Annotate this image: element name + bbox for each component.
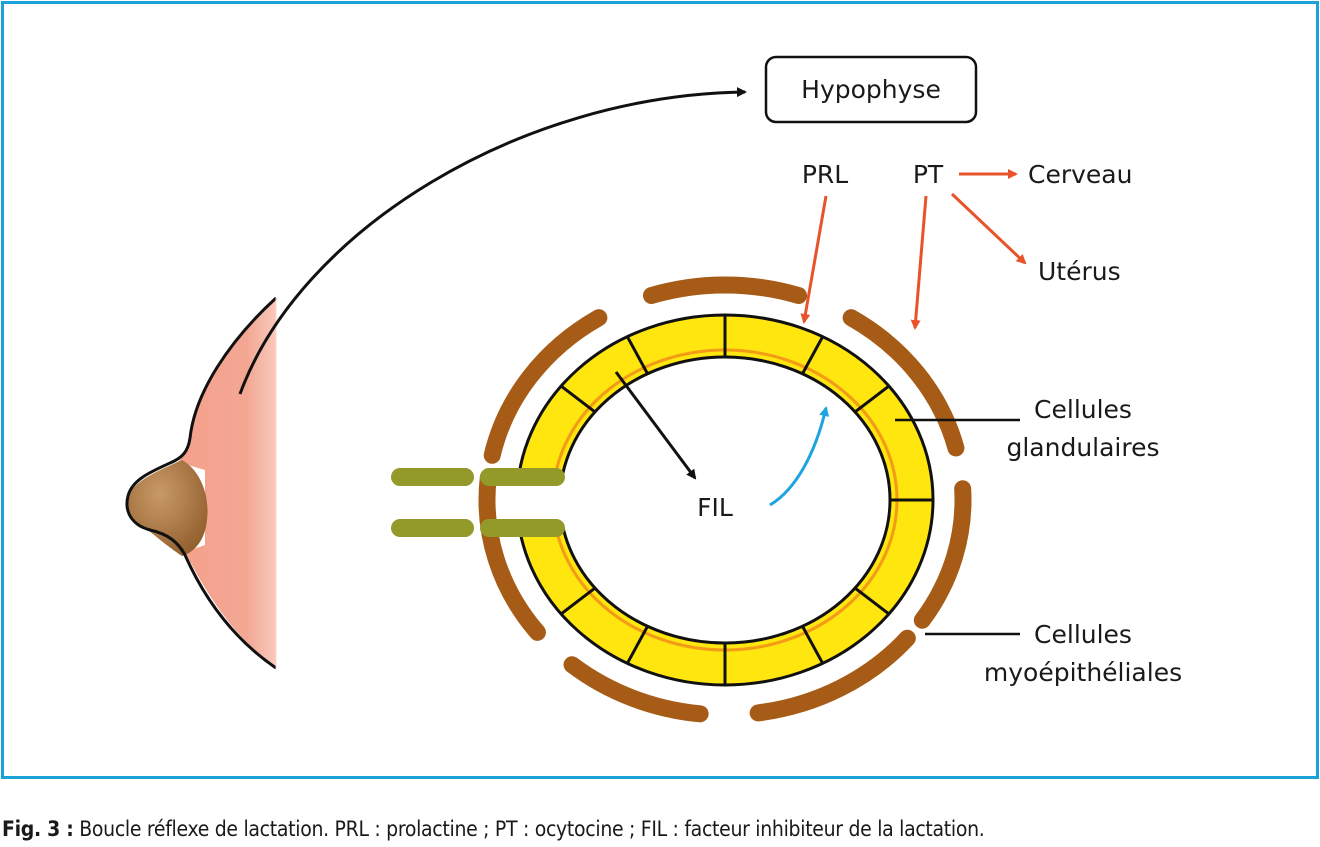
myoepithelial-label-line1: Cellules [1034,620,1132,649]
breast-illustration [125,296,278,670]
cell-divider [854,384,890,414]
caption-prefix: Fig. 3 : [2,817,74,841]
fil-secretion-arrow [614,371,697,480]
cell-dividers [560,315,933,685]
cell-divider [626,625,649,665]
cell-divider [626,335,649,375]
glandular-label-line1: Cellules [1034,395,1132,424]
figure-caption: Fig. 3 : Boucle réflexe de lactation. PR… [2,817,985,841]
lactation-reflex-diagram: Hypophyse PRL PT Cerveau Utérus FIL Cell… [125,55,1182,723]
prl-to-glandular-arrow [800,195,828,324]
cell-divider [801,625,824,665]
afferent-signal-arrow [238,87,747,395]
myoepithelial-cell [642,276,808,305]
fil-feedback-arrow [769,406,830,507]
pt-to-myoepithelial-arrow [910,195,928,330]
glandular-label-line2: glandulaires [1006,433,1159,462]
cell-divider [560,384,596,414]
areola [127,460,208,556]
myoepithelial-cell [483,309,608,464]
cell-divider [854,586,890,616]
myoepithelial-cell [749,629,916,722]
myoepithelial-label-line2: myoépithéliales [984,658,1182,687]
lactiferous-duct [391,468,565,537]
pt-label: PT [913,160,944,189]
pt-to-uterus-arrow [950,192,1027,265]
myoepithelial-cell [563,656,709,723]
hypophyse-label: Hypophyse [801,75,941,104]
breast-skin [178,298,276,668]
prl-label: PRL [802,160,848,189]
hypophyse-box: Hypophyse [764,55,978,124]
alveolus [505,313,935,687]
myoepithelial-cell [913,480,972,629]
cell-divider [560,586,596,616]
caption-text: Boucle réflexe de lactation. PRL : prola… [73,817,985,841]
uterus-label: Utérus [1038,257,1121,286]
myoepithelial-cells [478,276,972,723]
cerveau-label: Cerveau [1028,160,1132,189]
fil-label: FIL [697,493,733,522]
myoepithelial-cell [842,309,965,457]
myoepithelial-cell [478,469,546,641]
cell-divider [801,335,824,375]
breast-outline [125,296,278,670]
